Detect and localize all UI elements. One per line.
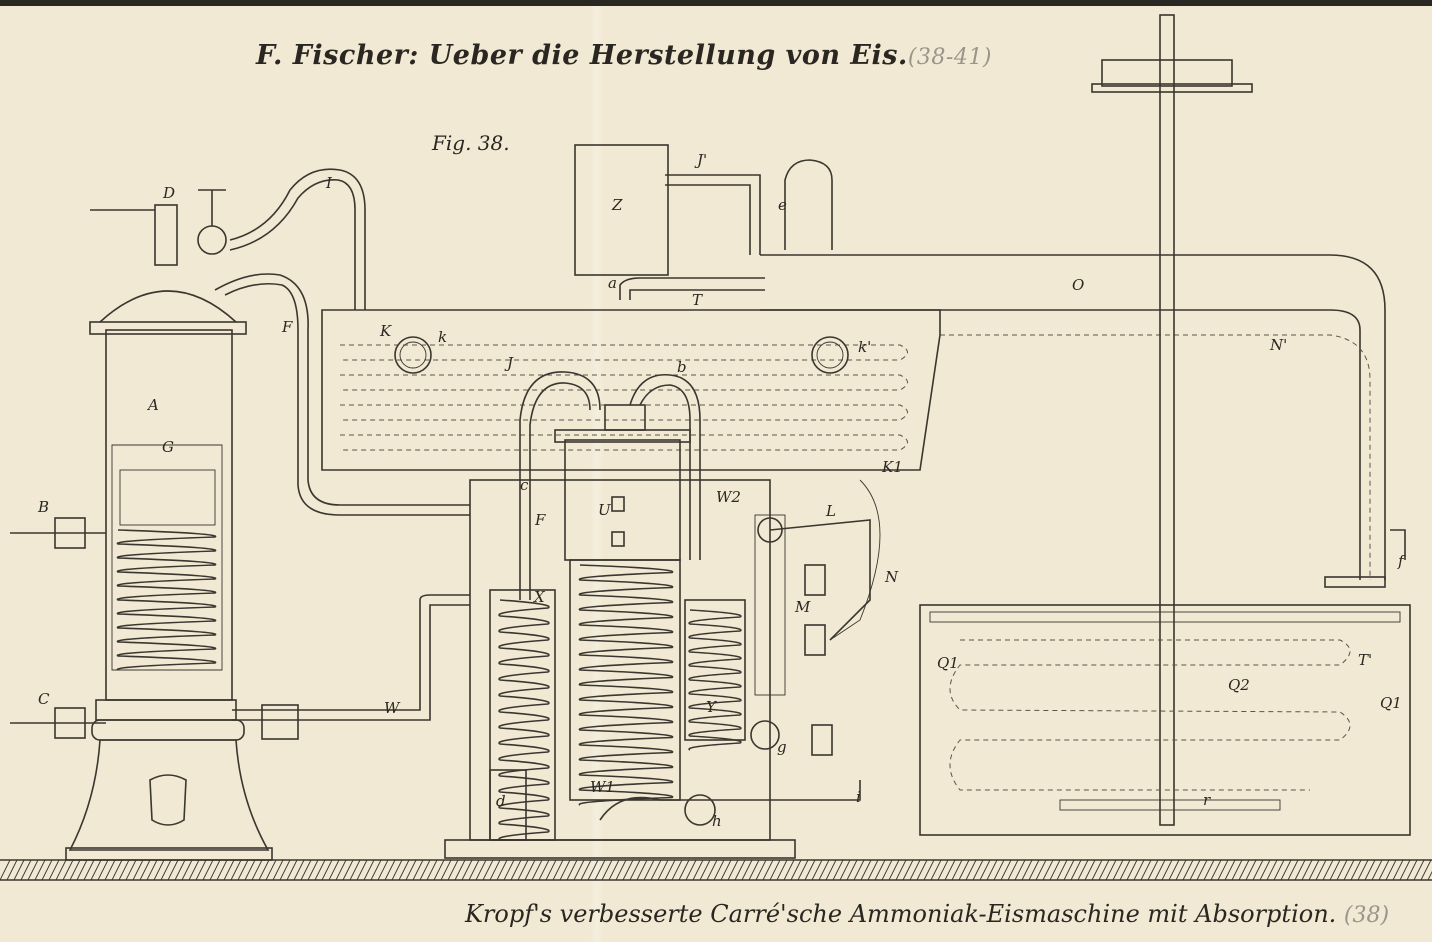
- label-t-prime: T': [1358, 651, 1372, 669]
- drawing-stroke: [498, 599, 550, 841]
- valves: [10, 189, 299, 740]
- label-o: O: [1072, 276, 1084, 294]
- label-i-lower: i: [856, 788, 861, 806]
- title-text: F. Fischer: Ueber die Herstellung von Ei…: [256, 40, 908, 71]
- label-q1-right: Q1: [1380, 694, 1402, 712]
- label-w1: W1: [590, 778, 615, 796]
- label-m: M: [794, 598, 811, 616]
- top-border: [0, 0, 1432, 6]
- label-j-prime: J': [694, 151, 707, 169]
- caption-reference: (38): [1343, 903, 1390, 928]
- label-f-tap: f: [1397, 552, 1406, 570]
- label-n: N: [884, 568, 899, 586]
- label-a-absorber: A: [146, 396, 159, 414]
- generator-vessel-u: [444, 371, 881, 859]
- label-b-valve: B: [37, 498, 49, 516]
- caption-text: Kropf's verbesserte Carré'sche Ammoniak-…: [465, 900, 1337, 928]
- label-k-upper: K: [379, 322, 392, 340]
- label-k1: K1: [881, 458, 903, 476]
- drawing-stroke: [0, 859, 1432, 881]
- box-z: [574, 144, 669, 276]
- drawing-stroke: [688, 609, 742, 751]
- plate-title: F. Fischer: Ueber die Herstellung von Ei…: [256, 40, 992, 71]
- label-r: r: [1203, 791, 1211, 809]
- label-b: b: [677, 358, 687, 376]
- label-g-lower: g: [777, 738, 787, 756]
- label-f-lower: F: [534, 511, 546, 529]
- label-y: Y: [706, 698, 718, 716]
- label-q1-left: Q1: [937, 654, 959, 672]
- label-f: F: [281, 318, 293, 336]
- label-c-valve: C: [38, 690, 50, 708]
- label-a: a: [608, 274, 617, 292]
- label-w2: W2: [716, 488, 741, 506]
- label-z: Z: [611, 196, 623, 214]
- label-d: D: [162, 184, 175, 202]
- component-labels: D I J' e Z a T O F K k k' N' J b A G B c…: [37, 151, 1406, 830]
- label-u: U: [598, 501, 612, 519]
- label-j: J: [504, 354, 514, 372]
- title-reference: (38-41): [907, 45, 992, 70]
- label-h: h: [712, 812, 722, 830]
- label-d-lower: d: [496, 792, 506, 810]
- drawing-stroke: [116, 529, 217, 671]
- label-k-prime: k': [858, 338, 871, 356]
- figure-number: Fig. 38.: [432, 131, 510, 155]
- label-n-prime: N': [1269, 336, 1287, 354]
- label-g: G: [162, 438, 174, 456]
- label-c: c: [520, 476, 529, 494]
- plate-caption: Kropf's verbesserte Carré'sche Ammoniak-…: [465, 900, 1389, 928]
- refrigerator-tank: [321, 309, 941, 471]
- label-k: k: [438, 328, 447, 346]
- label-w: W: [384, 699, 401, 717]
- paper-fold: [590, 0, 604, 942]
- ground-hatching: [0, 859, 1432, 881]
- label-x: X: [533, 588, 546, 606]
- absorber-vessel-a: [65, 290, 273, 861]
- pipes: [214, 159, 1386, 721]
- label-e: e: [778, 196, 787, 214]
- label-l: L: [825, 502, 836, 520]
- drawing-stroke: [340, 344, 908, 451]
- label-t: T: [692, 291, 703, 309]
- label-q2: Q2: [1228, 676, 1250, 694]
- label-i: I: [325, 174, 333, 192]
- freezing-tank: [919, 14, 1411, 836]
- drawing-stroke: [578, 564, 674, 806]
